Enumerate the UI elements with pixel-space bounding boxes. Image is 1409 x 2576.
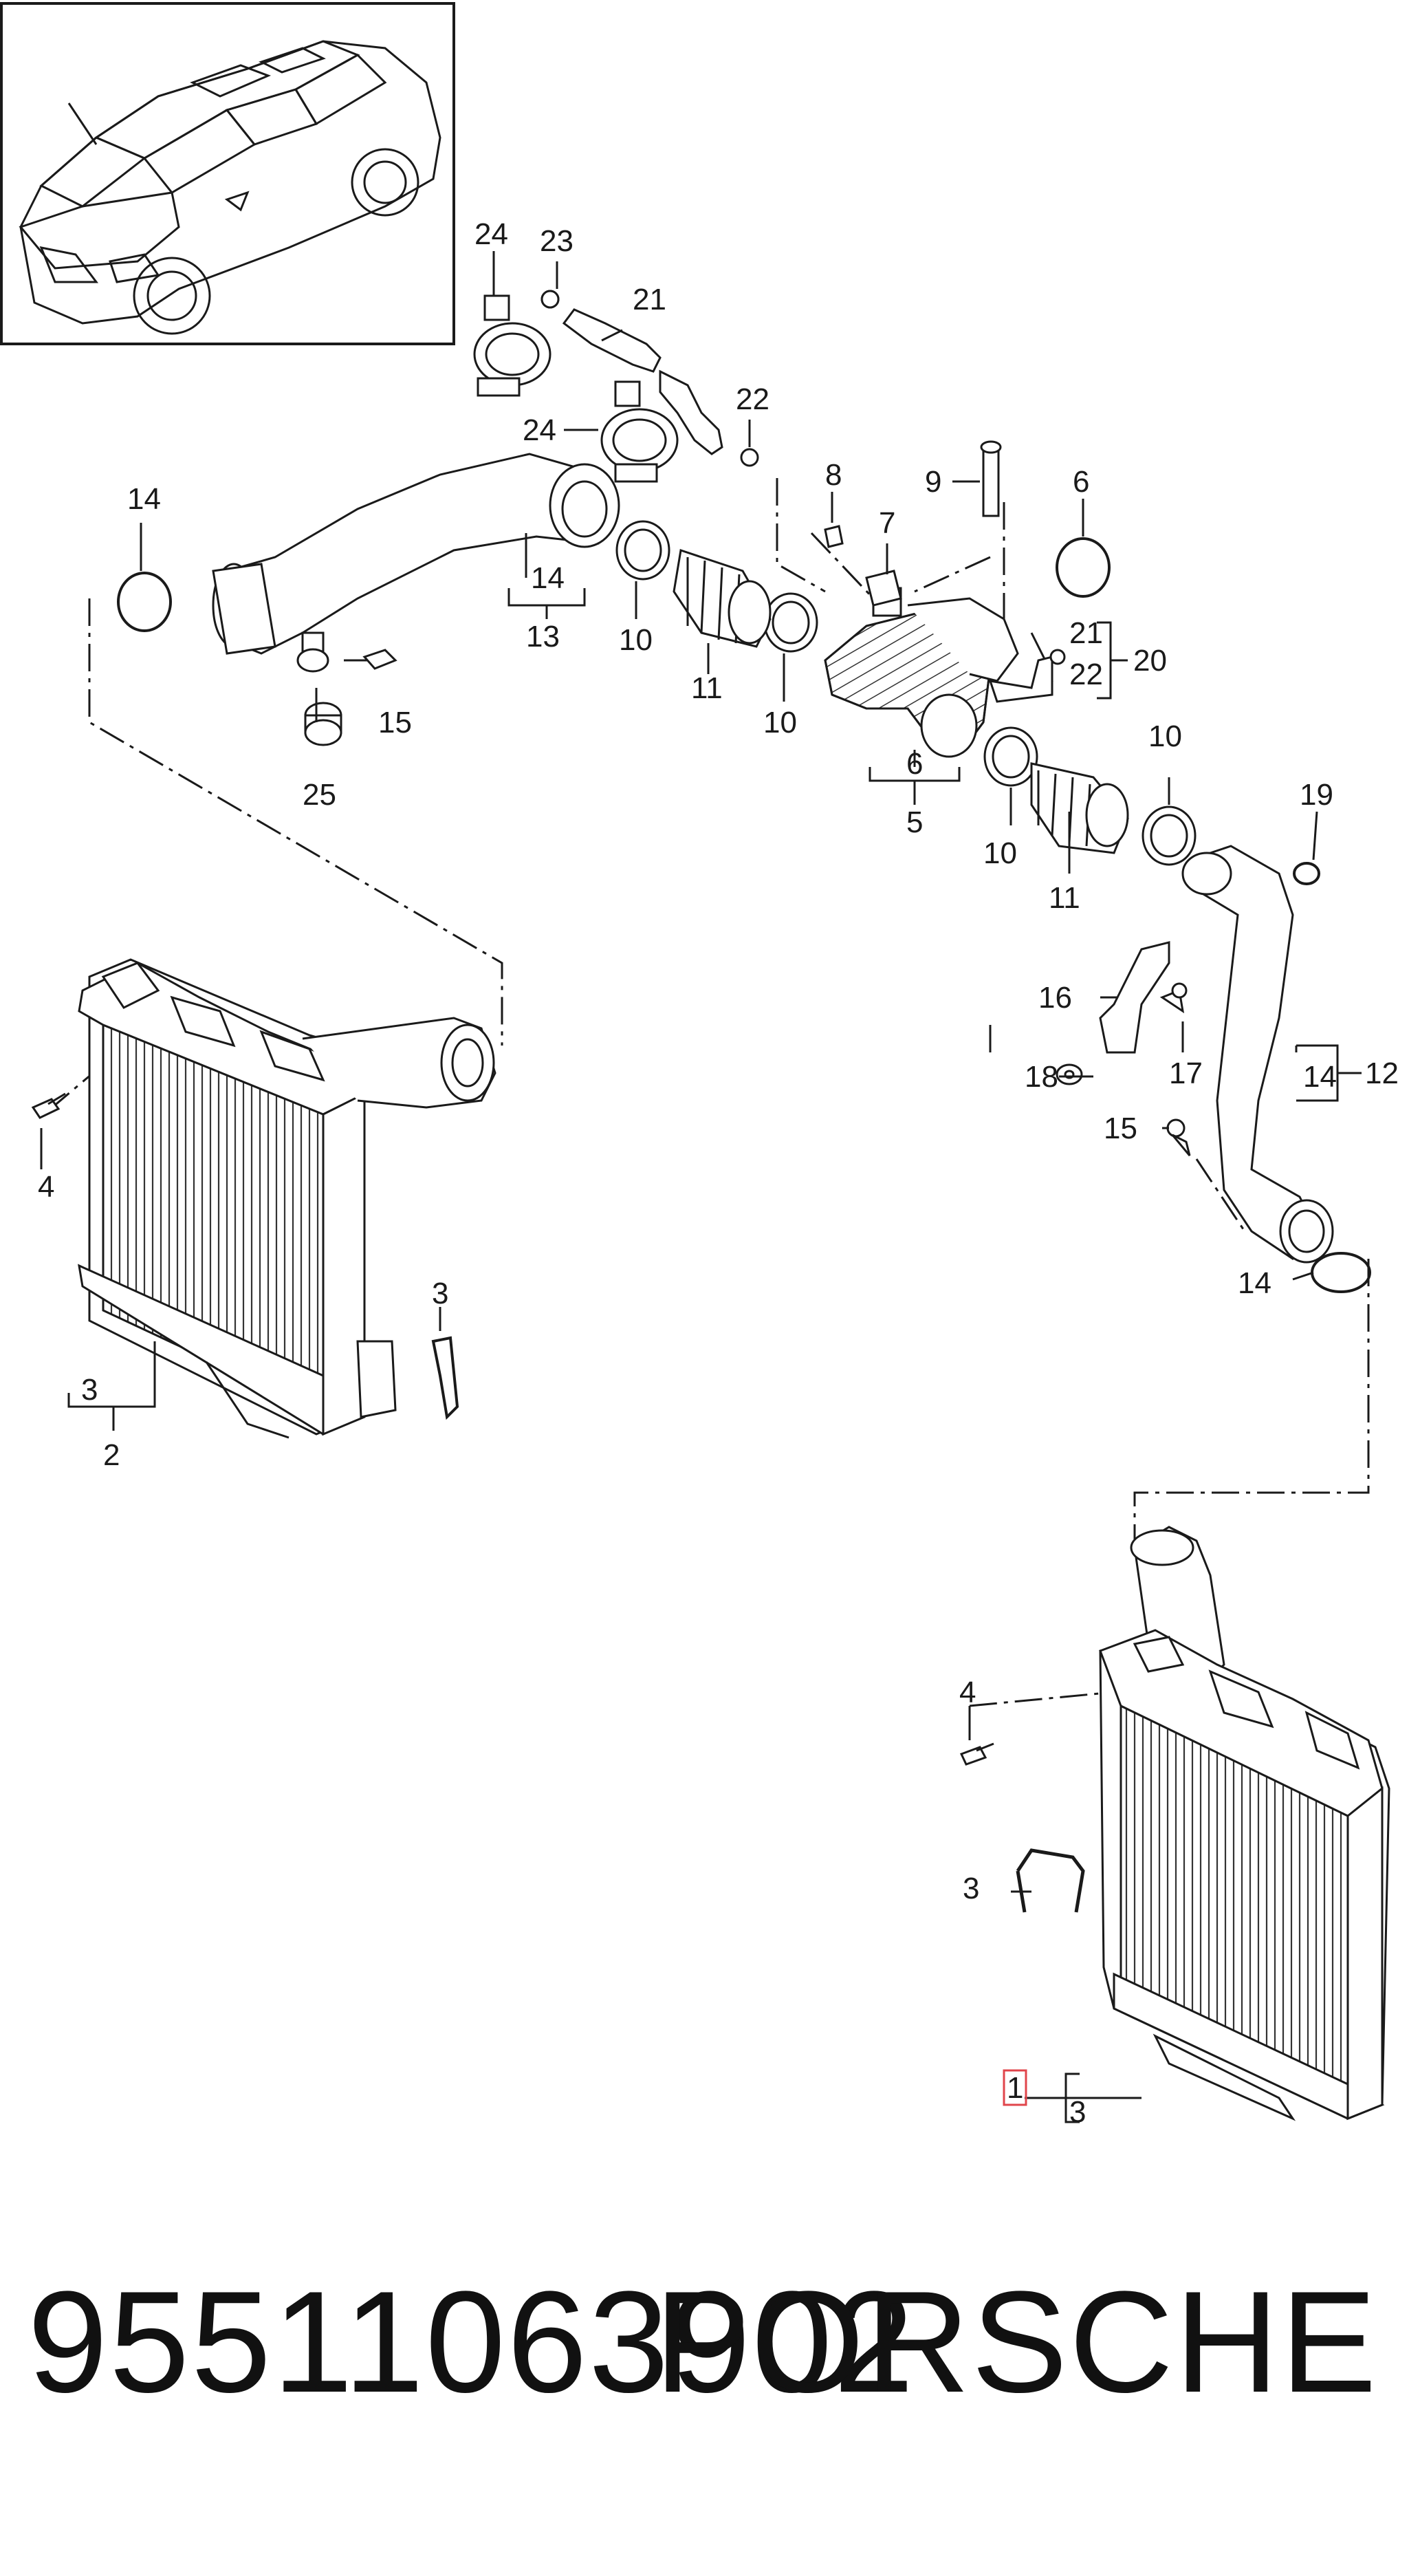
callout-9: 9 xyxy=(925,465,941,499)
hose-13 xyxy=(212,453,620,673)
pin-9 xyxy=(980,440,1002,517)
callout-21-a: 21 xyxy=(633,283,666,316)
callout-19: 19 xyxy=(1300,778,1333,812)
callout-1: 1 xyxy=(1007,2071,1023,2105)
pipe-20 xyxy=(988,649,1066,703)
callout-13: 13 xyxy=(526,620,560,653)
callout-4-b: 4 xyxy=(959,1676,976,1709)
callout-22-a: 22 xyxy=(736,382,769,416)
callout-2: 2 xyxy=(103,1438,120,1472)
clip-3-left xyxy=(431,1336,459,1420)
bellows-11 xyxy=(673,549,1129,854)
intercooler-left xyxy=(78,958,496,1439)
callout-10-c: 10 xyxy=(1148,719,1182,753)
callout-10-b: 10 xyxy=(763,706,797,739)
callout-3-c: 3 xyxy=(963,1872,979,1905)
bolt-15-top xyxy=(344,649,397,670)
washer-18 xyxy=(1056,1063,1083,1085)
callout-8: 8 xyxy=(825,458,842,492)
clamps-10 xyxy=(615,520,1197,866)
footer: 95511063902 PORSCHE xyxy=(0,2270,1409,2476)
callout-15-b: 15 xyxy=(1104,1112,1137,1145)
vehicle-thumbnail xyxy=(0,2,455,345)
callout-21-b: 21 xyxy=(1069,616,1103,650)
sensor-7 xyxy=(865,570,902,607)
callout-14-a: 14 xyxy=(127,482,161,516)
bolt-8 xyxy=(824,525,844,548)
fitting-23 xyxy=(540,290,560,309)
callout-20: 20 xyxy=(1133,644,1167,678)
bolt-4-left xyxy=(31,1092,66,1119)
highlight-box-item-1 xyxy=(1003,2069,1027,2106)
bolt-17 xyxy=(1159,982,1188,1014)
cap-25 xyxy=(304,702,342,746)
callout-5: 5 xyxy=(906,805,923,839)
callout-10-a: 10 xyxy=(619,623,653,657)
callout-24-a: 24 xyxy=(474,217,508,251)
brand-name: PORSCHE xyxy=(654,2261,1378,2423)
callout-12: 12 xyxy=(1365,1057,1399,1090)
hose-12 xyxy=(1181,845,1334,1264)
callout-7: 7 xyxy=(879,506,895,540)
callout-18: 18 xyxy=(1025,1060,1058,1094)
callout-11-a: 11 xyxy=(691,671,723,705)
callout-3-d: 3 xyxy=(1069,2095,1086,2129)
clamp-24-upper xyxy=(473,294,551,397)
callout-4-a: 4 xyxy=(38,1170,54,1204)
intercooler-right xyxy=(1099,1526,1390,2121)
callout-14-b: 14 xyxy=(531,561,565,595)
callout-24-b: 24 xyxy=(523,413,556,447)
callout-11-b: 11 xyxy=(1049,881,1080,915)
bolt-4-right xyxy=(959,1742,994,1766)
callout-3-b: 3 xyxy=(81,1373,98,1407)
callout-25: 25 xyxy=(303,778,336,812)
callout-14-c: 14 xyxy=(1303,1060,1337,1094)
bolt-15-right xyxy=(1166,1118,1191,1156)
leader-lines xyxy=(40,251,1362,2123)
callout-10-d: 10 xyxy=(983,836,1017,870)
clip-3-right xyxy=(1016,1848,1085,1913)
callout-6-a: 6 xyxy=(1073,465,1089,499)
callout-labels: 14 24 23 21 22 24 8 9 6 7 14 13 10 11 10… xyxy=(38,217,1399,2129)
oring-19 xyxy=(1293,862,1320,885)
callout-6-b: 6 xyxy=(906,747,923,781)
oring-14-right xyxy=(1311,1252,1371,1293)
callout-16: 16 xyxy=(1038,981,1072,1015)
fitting-22 xyxy=(740,448,759,467)
callout-3-a: 3 xyxy=(432,1277,448,1310)
callout-23: 23 xyxy=(540,224,574,258)
clamp-24-lower xyxy=(600,380,679,483)
connection-lines xyxy=(47,478,1370,1707)
callout-15-a: 15 xyxy=(378,706,412,739)
oring-6 xyxy=(1056,537,1111,598)
part-number: 95511063902 xyxy=(28,2261,916,2423)
bracket-16 xyxy=(1099,941,1170,1054)
callout-22-b: 22 xyxy=(1069,658,1103,691)
callout-17: 17 xyxy=(1169,1057,1203,1090)
oring-14-top-left xyxy=(117,572,172,632)
callout-14-d: 14 xyxy=(1238,1266,1271,1300)
